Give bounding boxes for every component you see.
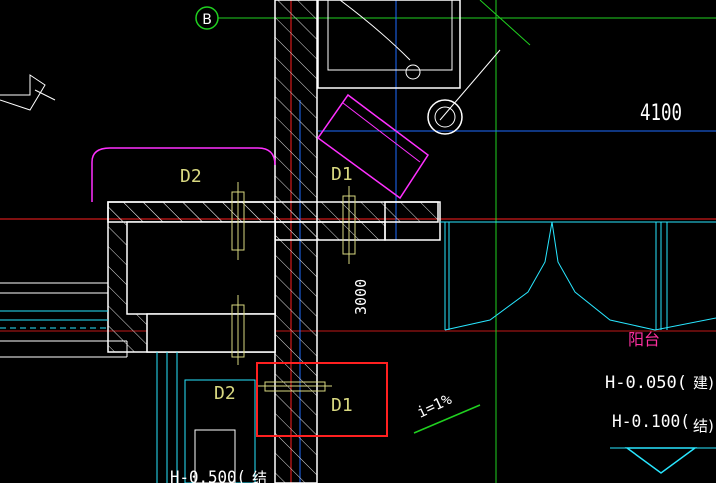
- wall-horizontal-inner: [274, 221, 386, 241]
- label-d2-bottom: D2: [214, 383, 236, 404]
- elevation-label-1-suffix: 建): [693, 374, 714, 392]
- toilet-fixture: [317, 0, 461, 89]
- floor-drain-icon: [427, 49, 501, 135]
- axis-bubble-b[interactable]: B: [195, 6, 219, 30]
- elevation-marker: [624, 447, 698, 474]
- slope-label: i=1%: [414, 390, 454, 422]
- highlight-box[interactable]: [256, 362, 388, 437]
- main-wall-vertical: [274, 0, 318, 483]
- dimension-3000: 3000: [352, 279, 370, 315]
- dimension-4100: 4100: [640, 101, 682, 126]
- window-lines-left: [0, 282, 128, 358]
- elevation-label-1: H-0.050(: [605, 373, 687, 393]
- balcony-label: 阳台: [628, 330, 660, 349]
- elevation-label-3-suffix: 结: [252, 469, 267, 483]
- beam-symbol-top-left: [231, 182, 245, 260]
- wall-left-box-inner: [126, 221, 276, 315]
- axis-bubble-label: B: [202, 12, 212, 28]
- beam-symbol-bottom-left: [231, 295, 245, 365]
- elevation-label-2: H-0.100(: [612, 412, 690, 432]
- beam-symbol-top-right: [342, 186, 356, 264]
- diagonal-green: [479, 0, 531, 46]
- stair-fragment: [0, 74, 46, 111]
- elevation-label-2-suffix: 结): [693, 417, 714, 435]
- elevation-label-3: H-0.500(: [170, 468, 246, 483]
- door-d1-magenta: [316, 93, 430, 200]
- beam-symbol-bottom: [258, 381, 332, 392]
- wall-end-right: [384, 201, 441, 241]
- label-d2-top: D2: [180, 166, 202, 187]
- wall-left-box-bottom-inner: [146, 313, 276, 353]
- balcony-outline-cyan: [440, 221, 716, 331]
- bottom-fixture-cyan: [156, 352, 256, 483]
- canopy-d2-magenta: [91, 147, 276, 202]
- slope-arrow: [413, 404, 481, 434]
- label-d1-top: D1: [331, 164, 353, 185]
- stair-fragment-line: [34, 89, 56, 101]
- label-d1-bottom: D1: [331, 395, 353, 416]
